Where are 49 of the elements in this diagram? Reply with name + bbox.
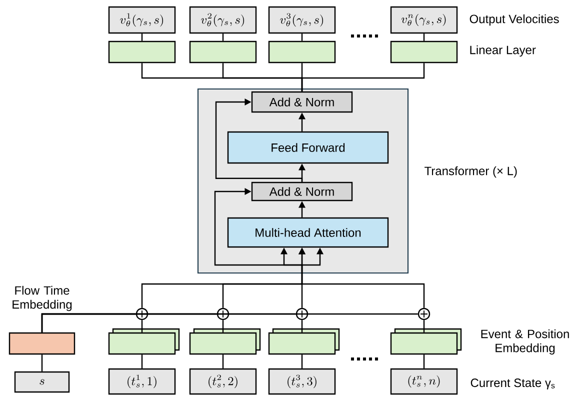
input-box: $(t_s^{2},2)$	[189, 368, 257, 395]
linear-layer-box	[390, 40, 458, 64]
connector	[141, 34, 143, 41]
attention-box: Multi-head Attention	[227, 217, 389, 248]
label: Current State γ$_{s}$	[470, 378, 555, 390]
connector	[301, 34, 303, 41]
input-box: $(t_s^{n},n)$	[390, 368, 458, 395]
label: Linear Layer	[470, 45, 536, 57]
input-box: $(t_s^{3},3)$	[268, 368, 336, 395]
output-box: $v_\theta^{1}(\gamma_s,s)$	[108, 6, 176, 34]
label: Output Velocities	[470, 14, 559, 26]
linear-layer-box	[108, 40, 176, 64]
connector	[301, 354, 303, 368]
connector	[423, 34, 425, 41]
output-box: $v_\theta^{2}(\gamma_s,s)$	[189, 6, 257, 34]
embedding-box	[108, 328, 180, 355]
connector	[41, 313, 418, 332]
sum-circle	[216, 308, 230, 320]
connector	[141, 354, 143, 368]
embedding-box	[189, 328, 261, 355]
output-box: $v_\theta^{3}(\gamma_s,s)$	[268, 6, 336, 34]
connector	[141, 63, 425, 92]
arrow	[214, 188, 302, 266]
linear-layer-box	[189, 40, 257, 64]
linear-layer-box	[268, 40, 336, 64]
connector	[222, 34, 224, 41]
sum-circle	[296, 308, 308, 320]
connector	[423, 320, 425, 332]
embedding-box	[268, 328, 340, 355]
feed-forward-box: Feed Forward	[227, 131, 389, 164]
node-label: Flow Time Embedding	[12, 286, 72, 312]
input-box: $s$	[14, 371, 70, 393]
embedding-box	[390, 328, 462, 355]
connector	[423, 354, 425, 368]
connector	[222, 354, 224, 368]
embedding-box: Flow Time Embedding	[8, 286, 76, 355]
sum-circle	[418, 308, 430, 320]
label: Event & Position Embedding	[481, 329, 569, 355]
connector	[141, 320, 143, 332]
node-label: Transformer (× L)	[424, 166, 517, 178]
add-norm-box: Add & Norm	[251, 182, 353, 202]
connector	[301, 320, 303, 332]
connector	[222, 320, 224, 332]
add-norm-box: Add & Norm	[251, 91, 353, 113]
output-box: $v_\theta^{n}(\gamma_s,s)$	[390, 6, 458, 34]
arrow	[215, 98, 303, 182]
connector	[41, 354, 43, 372]
sum-circle	[136, 308, 148, 320]
input-box: $(t_s^{1},1)$	[108, 368, 176, 395]
